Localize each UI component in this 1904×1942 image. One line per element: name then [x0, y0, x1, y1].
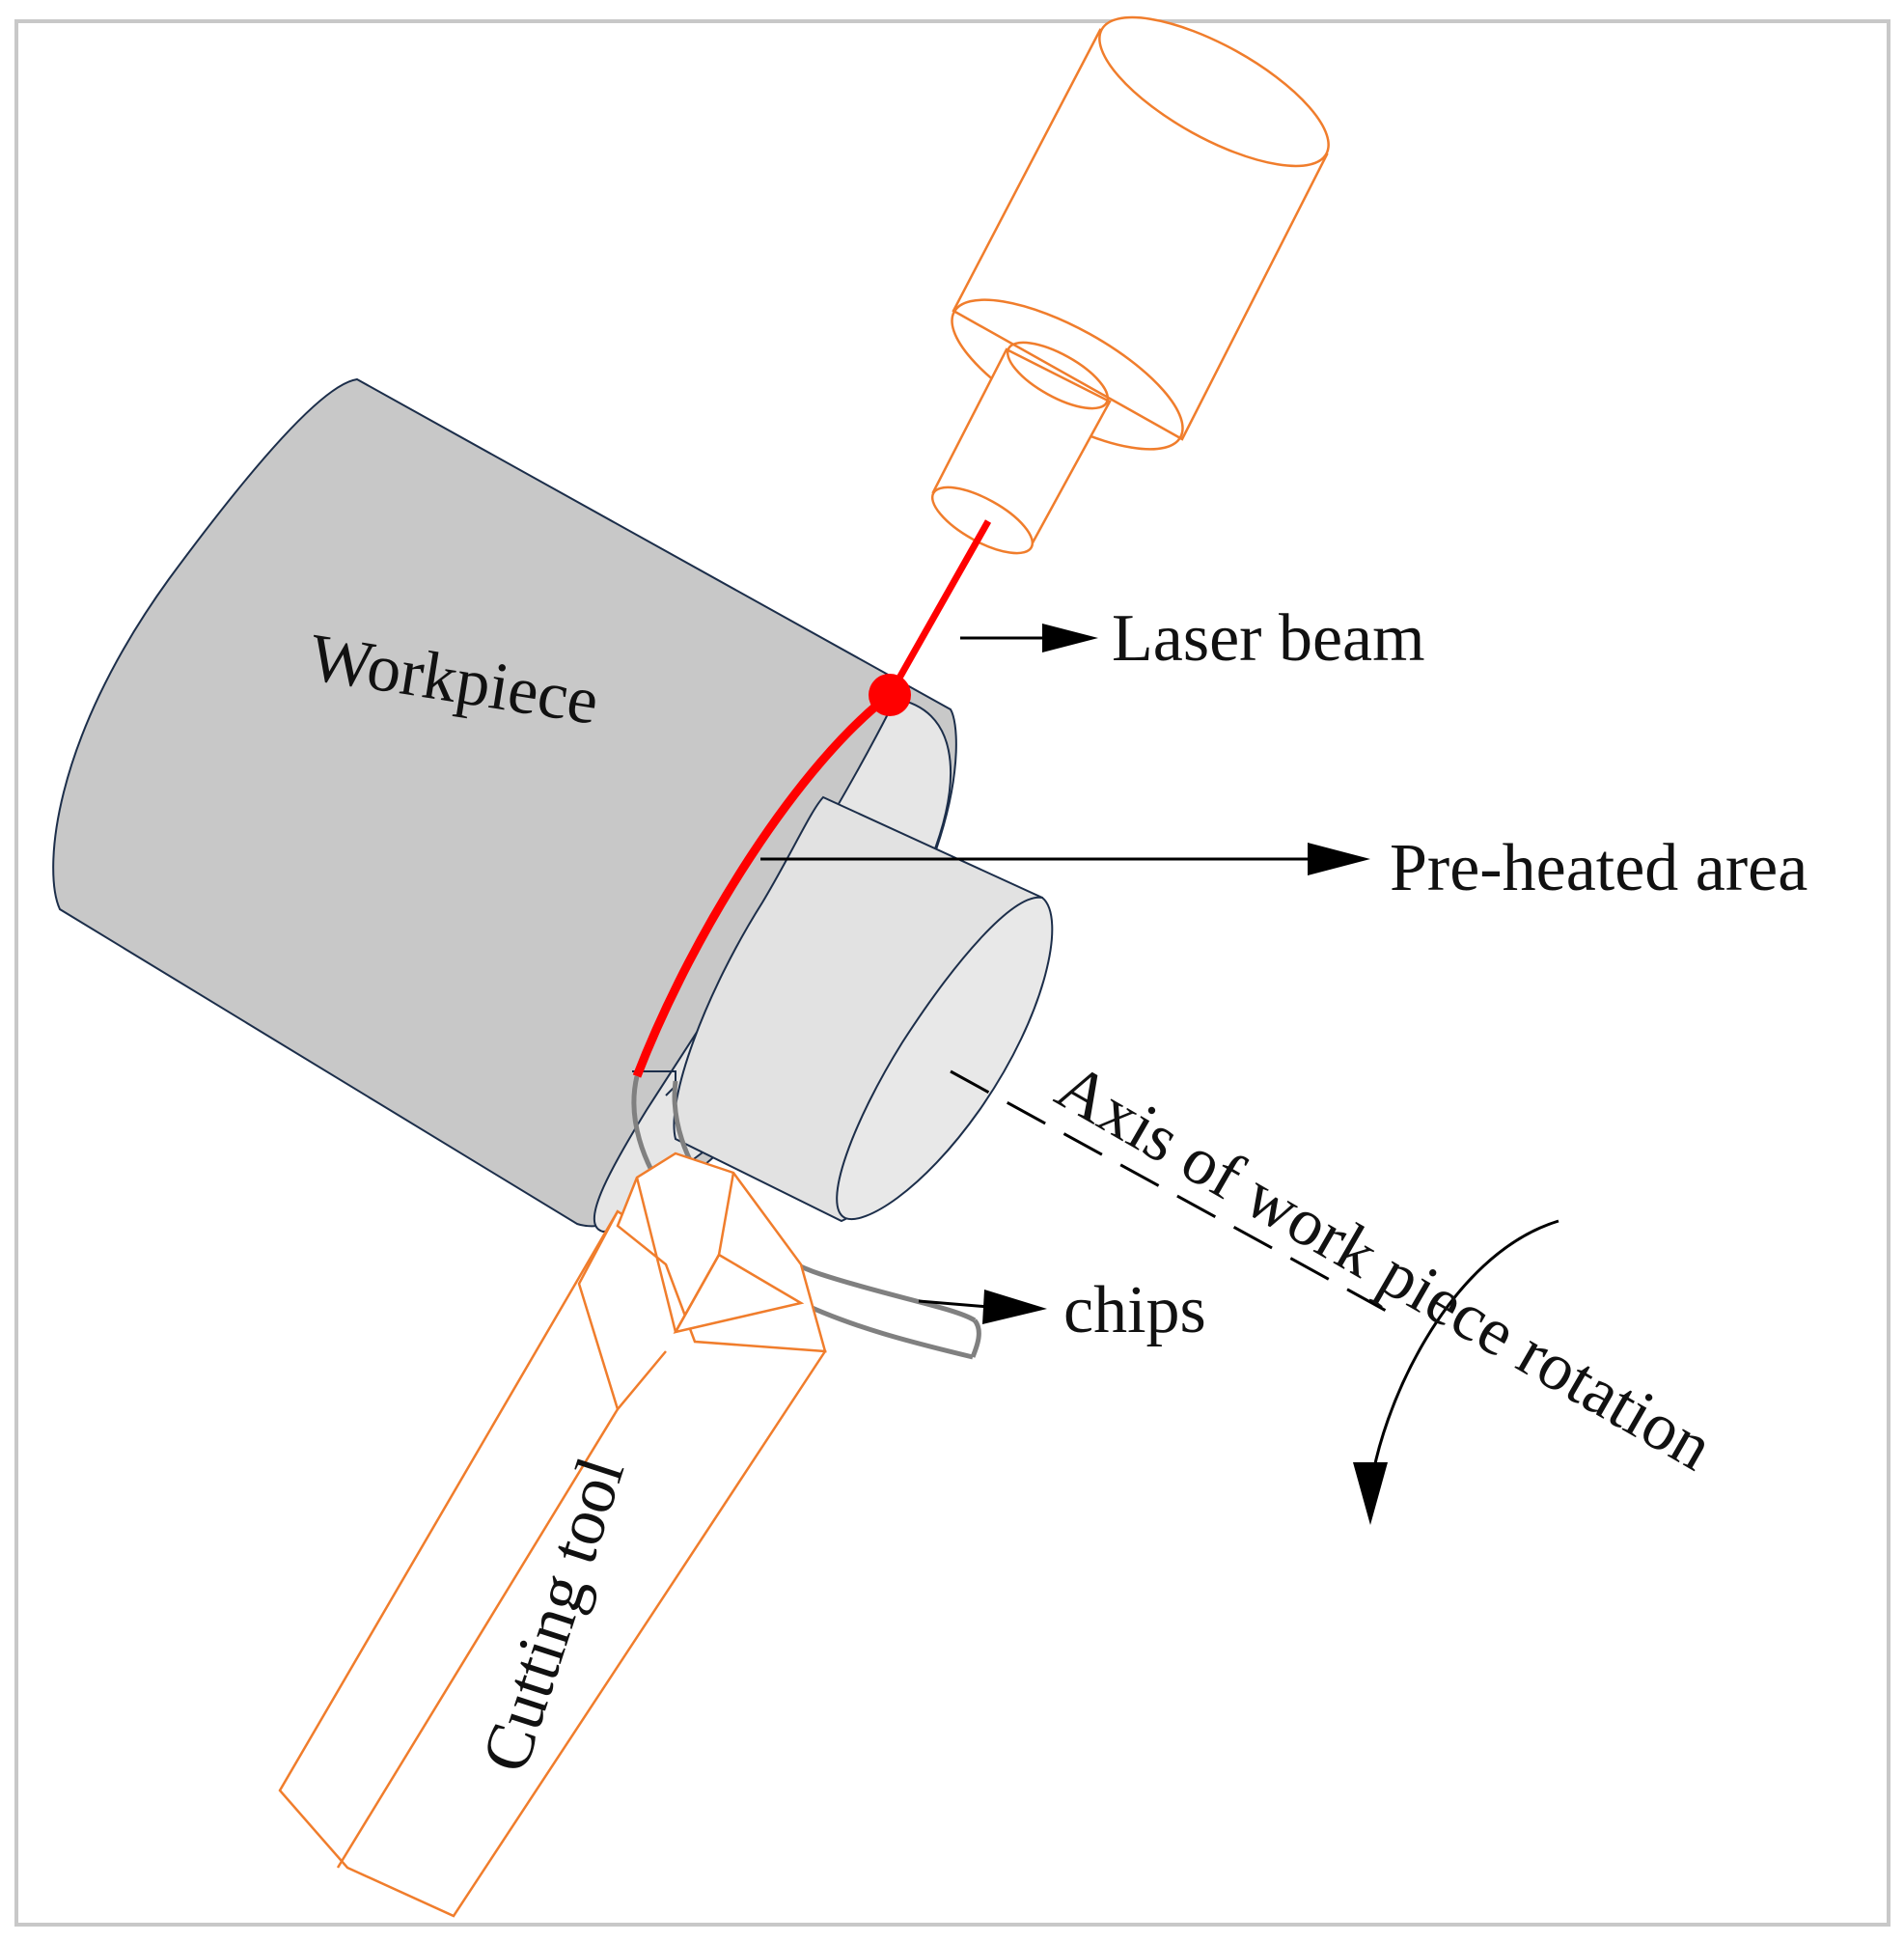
cutting-tool-edge-2 — [717, 1172, 735, 1256]
laser-head-top-cap — [1098, 15, 1330, 168]
rotation-arrow-arc — [1368, 1219, 1559, 1492]
chip-end — [970, 1318, 981, 1358]
preheated-area-label: Pre-heated area — [1390, 831, 1807, 905]
laser-nozzle-tip — [930, 486, 1035, 555]
cutting-tool-edge-3 — [635, 1177, 677, 1333]
workpiece-end-face — [836, 896, 1054, 1221]
workpiece-cut-groove — [632, 1070, 676, 1096]
cutting-tool-step — [577, 1210, 667, 1412]
rotation-arrow — [1353, 1219, 1559, 1525]
preheated-area-arc — [632, 691, 893, 1078]
chips-label: chips — [1063, 1273, 1206, 1347]
chips-arrowhead — [982, 1290, 1047, 1324]
rotation-axis-line — [950, 1069, 1391, 1315]
laser-beam-arrowhead — [1042, 624, 1098, 652]
preheated-arrowhead — [1308, 843, 1370, 875]
laser-head — [930, 15, 1330, 555]
laser-beam — [886, 519, 992, 697]
laser-beam-label: Laser beam — [1112, 601, 1425, 676]
workpiece — [52, 377, 1054, 1234]
cutting-tool-edge-1 — [674, 1254, 721, 1333]
label-arrows — [760, 624, 1370, 1324]
laser-beam-group — [632, 519, 992, 1078]
laser-nozzle-collar — [1006, 341, 1110, 410]
cutting-tool-shank-edge — [336, 1408, 620, 1869]
chips-arrow-line — [918, 1299, 990, 1309]
cutting-tool — [278, 1151, 827, 1918]
rotation-arrowhead — [1353, 1462, 1388, 1525]
